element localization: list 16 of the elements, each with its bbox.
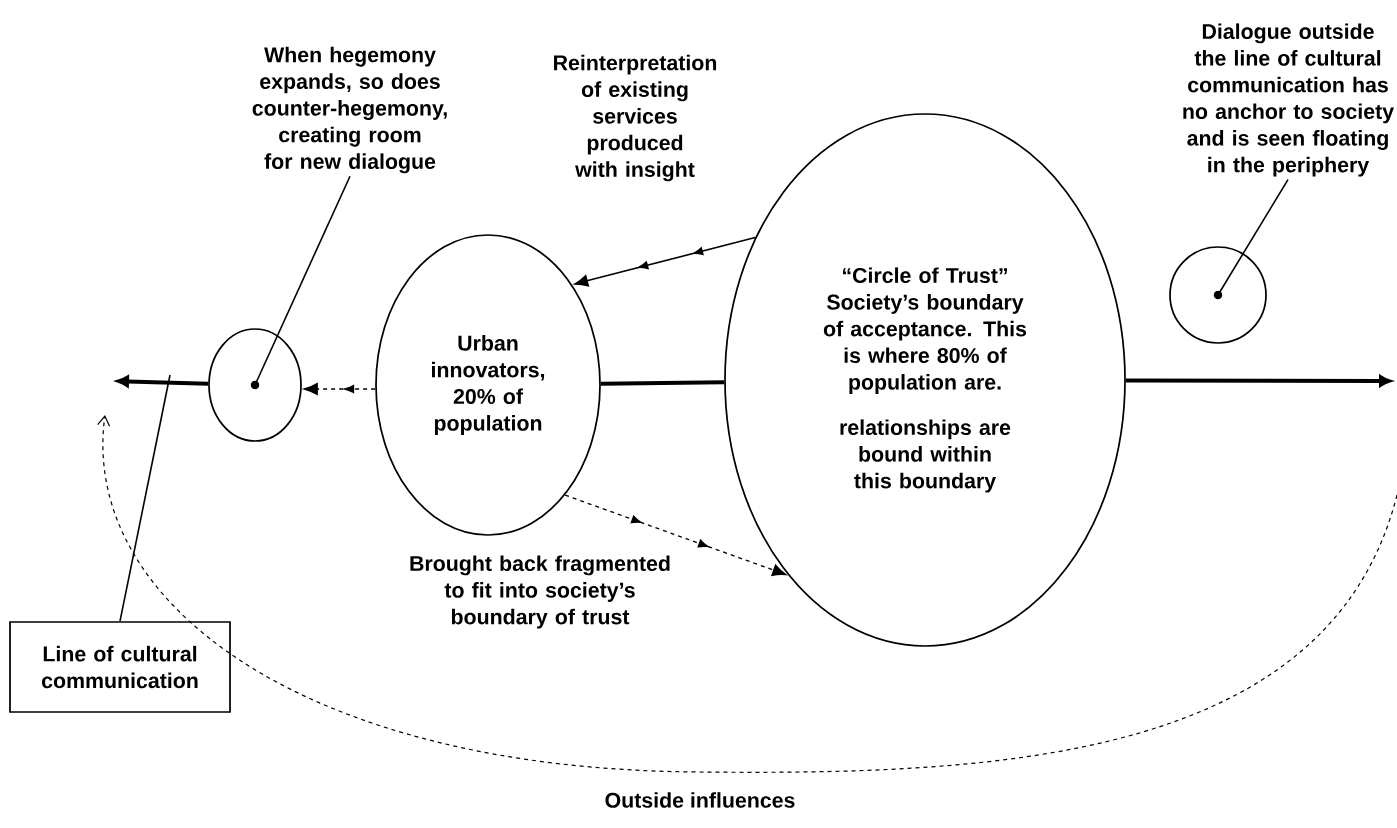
annotation-text: Dialogue outside the line of cultural communication has no anchor to society and is seen floating in the periphery [1183,23,1394,177]
arrow [564,494,787,576]
arrow [1125,375,1392,387]
arrow [116,375,209,388]
circle-shape [1169,246,1267,344]
edge-label: Brought back fragmented to fit into society’s boundary of trust [410,555,670,629]
arrow [574,236,756,287]
leader-line [119,374,171,622]
leader-line [1217,178,1289,296]
connector-line [600,380,725,386]
caption-text: Outside influences [605,792,795,808]
edge-label: Reinterpretation of existing services produced with insight [554,54,717,182]
arrow [303,382,376,396]
annotation-text: When hegemony expands, so does counter-hegemony, creating room for new dialogue [252,46,447,174]
ellipse-shape [208,328,302,442]
label-box: Line of cultural communication [9,621,231,713]
